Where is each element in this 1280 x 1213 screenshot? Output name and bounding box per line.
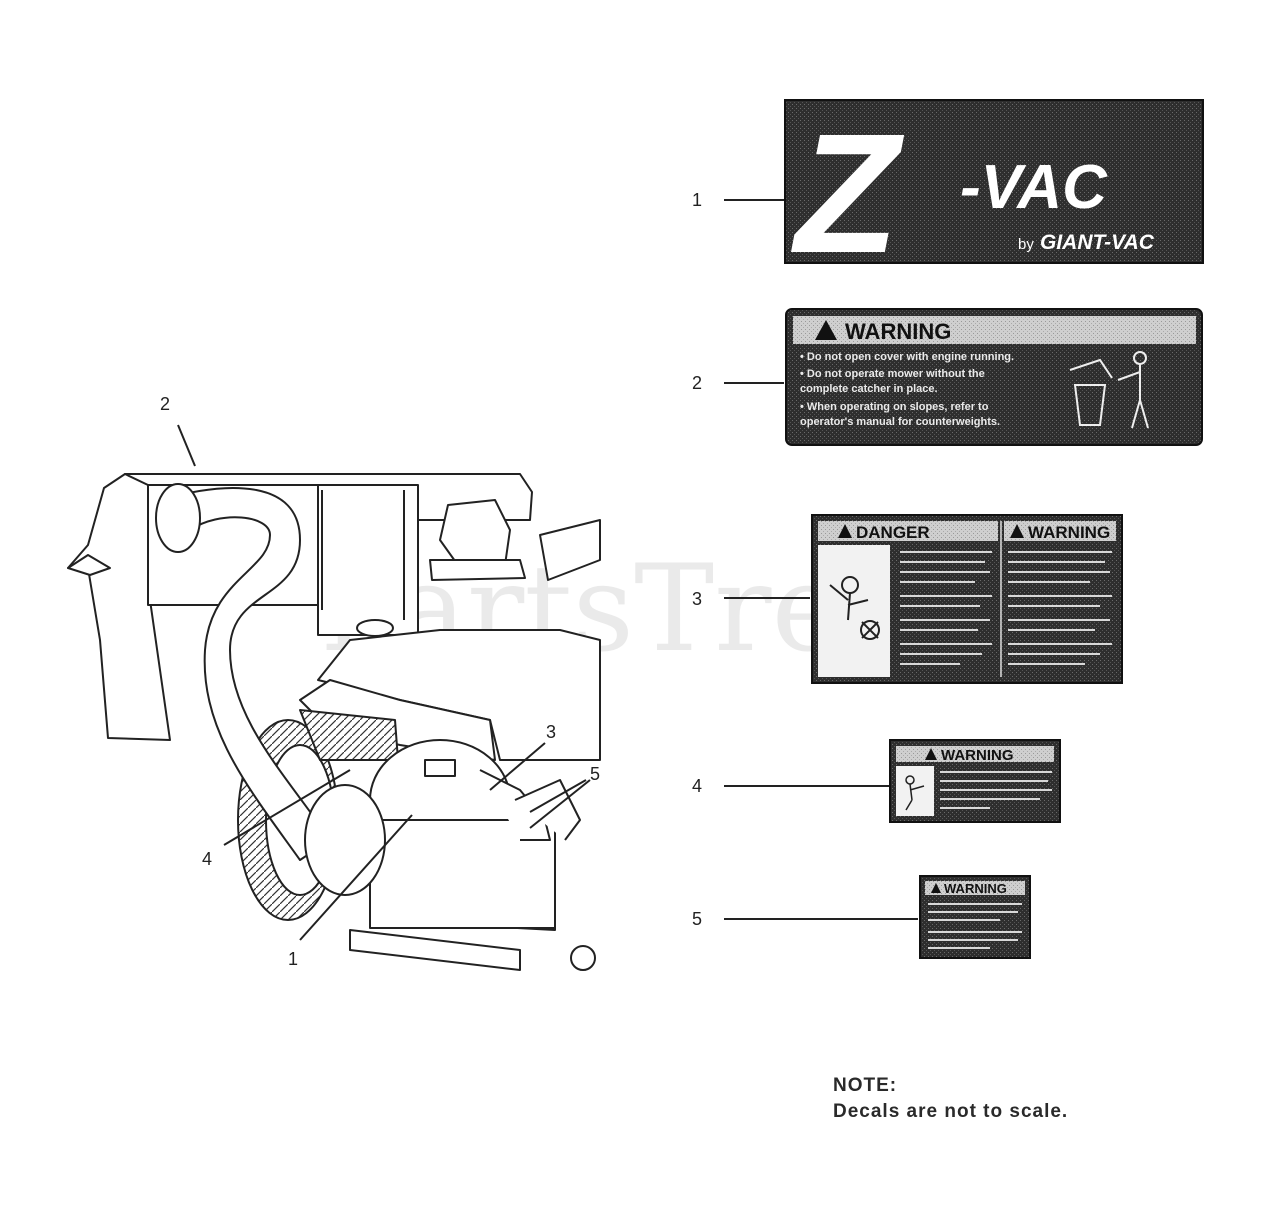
left-leader-lines <box>177 424 591 941</box>
right-callout-1: 1 <box>692 190 702 210</box>
decal-1-zvac-logo: Z -VAC by GIANT-VAC <box>784 99 1204 289</box>
decal-5-warning: WARNING <box>919 875 1031 959</box>
decal-2-line-3: complete catcher in place. <box>800 383 938 395</box>
note-block: NOTE: Decals are not to scale. <box>833 1073 1068 1125</box>
left-callout-3: 3 <box>546 722 556 742</box>
decal-2-line-4: • When operating on slopes, refer to <box>800 401 989 413</box>
left-callout-5: 5 <box>590 764 600 784</box>
vacuum-assembly-illustration <box>67 473 601 971</box>
left-callout-1: 1 <box>288 949 298 969</box>
decal-5-title: WARNING <box>944 881 1007 896</box>
decal-2-line-5: operator's manual for counterweights. <box>800 416 1000 428</box>
right-callout-3: 3 <box>692 589 702 609</box>
right-callout-2: 2 <box>692 373 702 393</box>
right-callout-5: 5 <box>692 909 702 929</box>
decal-3-warning-title: WARNING <box>1028 523 1110 542</box>
decal-3-danger-warning: DANGER WARNING <box>811 514 1123 684</box>
right-callout-4: 4 <box>692 776 702 796</box>
hand-hazard-icon <box>829 576 880 640</box>
debris-hazard-icon <box>905 775 925 811</box>
decal-3-danger-title: DANGER <box>856 523 930 542</box>
decal-4-title: WARNING <box>941 747 1014 764</box>
zvac-logo-brand: GIANT-VAC <box>1040 231 1155 254</box>
left-callout-2: 2 <box>160 394 170 414</box>
decal-4-warning: WARNING <box>889 739 1061 823</box>
note-heading: NOTE: <box>833 1075 898 1096</box>
note-text: Decals are not to scale. <box>833 1101 1069 1122</box>
decal-2-line-1: • Do not open cover with engine running. <box>800 351 1014 363</box>
decal-2-title: WARNING <box>845 319 951 344</box>
decal-2-line-2: • Do not operate mower without the <box>800 368 985 380</box>
left-callout-4: 4 <box>202 849 212 869</box>
zvac-logo-vac: -VAC <box>960 153 1108 222</box>
zvac-logo-z: Z <box>791 99 905 289</box>
zvac-logo-by: by <box>1018 236 1034 253</box>
operator-catcher-icon <box>1069 351 1149 429</box>
decal-2-warning: WARNING • Do not open cover with engine … <box>785 308 1203 446</box>
